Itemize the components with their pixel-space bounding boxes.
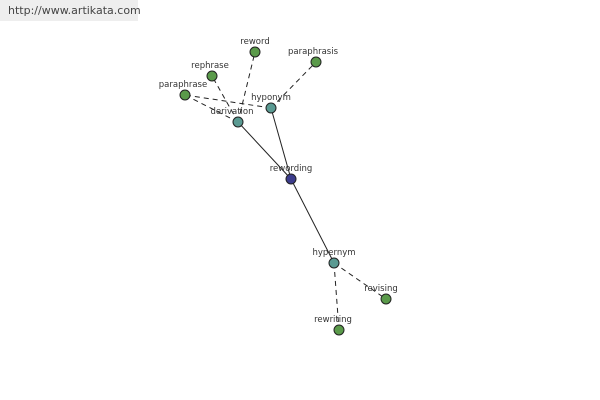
edge-hypernym-revising (333, 262, 387, 300)
node-rewording[interactable]: rewording (270, 164, 313, 185)
node-paraphrase[interactable]: paraphrase (159, 80, 207, 101)
node-circle-reword[interactable] (249, 46, 261, 58)
node-reword[interactable]: reword (240, 37, 270, 58)
node-label-hyponym: hyponym (251, 93, 291, 103)
node-hypernym[interactable]: hypernym (312, 248, 356, 269)
node-circle-rephrase[interactable] (206, 70, 218, 82)
url-banner[interactable]: http://www.artikata.com (0, 0, 141, 21)
node-label-revising: revising (364, 284, 398, 294)
node-label-rewriting: rewriting (314, 315, 352, 325)
node-circle-rewriting[interactable] (333, 324, 345, 336)
node-circle-hyponym[interactable] (265, 102, 277, 114)
nodes-layer: rewording derivation hyponym hypernym reword… (159, 37, 398, 336)
node-label-reword: reword (240, 37, 269, 47)
edge-rewording-derivation (237, 121, 292, 180)
edge-derivation-reword (237, 51, 256, 123)
node-revising[interactable]: revising (364, 284, 398, 305)
node-rewriting[interactable]: rewriting (314, 315, 352, 336)
node-label-derivation: derivation (210, 107, 253, 117)
node-derivation[interactable]: derivation (210, 107, 254, 128)
node-circle-paraphrasis[interactable] (310, 56, 322, 68)
edge-hyponym-paraphrasis (270, 61, 317, 109)
node-circle-paraphrase[interactable] (179, 89, 191, 101)
node-hyponym[interactable]: hyponym (251, 93, 291, 114)
edge-rewording-hypernym (290, 178, 335, 264)
node-label-rewording: rewording (270, 164, 313, 174)
node-label-hypernym: hypernym (312, 248, 355, 258)
edge-hypernym-rewriting (333, 262, 340, 331)
node-circle-derivation[interactable] (232, 116, 244, 128)
node-circle-revising[interactable] (380, 293, 392, 305)
node-label-paraphrase: paraphrase (159, 80, 207, 90)
edge-rewording-hyponym (270, 107, 292, 180)
node-circle-rewording[interactable] (285, 173, 297, 185)
node-label-paraphrasis: paraphrasis (288, 47, 339, 57)
node-rephrase[interactable]: rephrase (191, 61, 229, 82)
url-banner-text[interactable]: http://www.artikata.com (8, 4, 141, 17)
node-paraphrasis[interactable]: paraphrasis (288, 47, 339, 68)
edge-hyponym-paraphrase (184, 94, 272, 109)
edge-derivation-paraphrase (184, 94, 239, 123)
node-label-rephrase: rephrase (191, 61, 229, 71)
node-circle-hypernym[interactable] (328, 257, 340, 269)
edges-layer (184, 51, 387, 331)
